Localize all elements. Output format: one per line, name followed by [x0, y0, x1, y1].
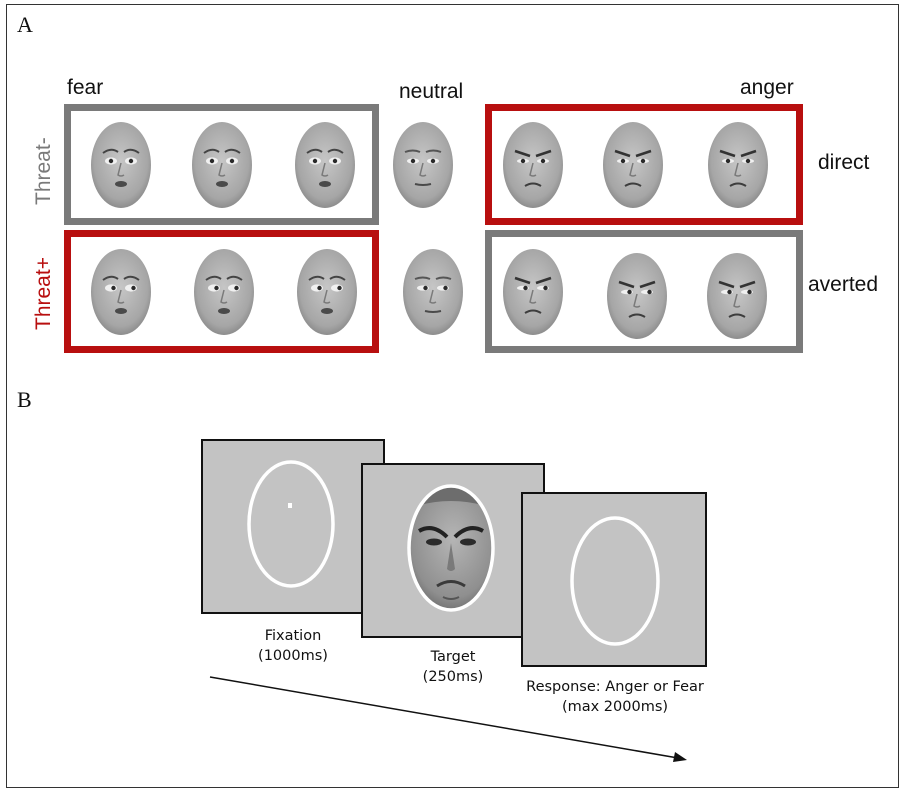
fear-averted-face-2 — [194, 249, 254, 335]
anger-averted-face-2 — [607, 253, 667, 339]
panel-b-letter: B — [17, 387, 32, 412]
anger-direct-face-2 — [603, 122, 663, 208]
fixation-ellipse — [247, 460, 335, 588]
figure-frame — [6, 4, 899, 788]
fixation-graphic — [247, 460, 335, 588]
fear-label: fear — [67, 76, 104, 99]
anger-averted-face-3 — [707, 253, 767, 339]
target-screen — [361, 463, 545, 638]
anger-direct-face-1 — [503, 122, 563, 208]
target-caption-duration: (250ms) — [422, 669, 484, 685]
target-ellipse — [407, 484, 495, 612]
fear-direct-face-2 — [192, 122, 252, 208]
anger-averted-face-1 — [503, 249, 563, 335]
response-caption: Response: Anger or Fear (max 2000ms) — [500, 677, 730, 717]
target-caption: Target (250ms) — [373, 647, 533, 687]
fear-direct-face-3 — [295, 122, 355, 208]
fixation-screen — [201, 439, 385, 614]
fixation-caption-name: Fixation — [264, 628, 322, 644]
neutral-averted-face — [403, 249, 463, 335]
target-graphic — [407, 484, 495, 612]
response-caption-name: Response: Anger or Fear — [526, 679, 704, 695]
response-caption-duration: (max 2000ms) — [561, 699, 669, 715]
target-caption-name: Target — [430, 649, 476, 665]
direct-label: direct — [818, 151, 870, 174]
averted-label: averted — [808, 273, 879, 296]
fear-direct-face-1 — [91, 122, 151, 208]
fixation-caption-duration: (1000ms) — [258, 648, 328, 664]
fear-averted-face-1 — [91, 249, 151, 335]
fixation-caption: Fixation (1000ms) — [213, 626, 373, 666]
neutral-label: neutral — [399, 80, 464, 103]
response-graphic — [570, 516, 660, 646]
anger-direct-face-3 — [708, 122, 768, 208]
fear-averted-face-3 — [297, 249, 357, 335]
response-ellipse — [570, 516, 660, 646]
panel-a-letter: A — [17, 12, 33, 37]
fixation-point — [288, 503, 292, 508]
target-face — [409, 486, 493, 610]
neutral-direct-face — [393, 122, 453, 208]
response-screen — [521, 492, 707, 667]
anger-label: anger — [740, 76, 794, 99]
